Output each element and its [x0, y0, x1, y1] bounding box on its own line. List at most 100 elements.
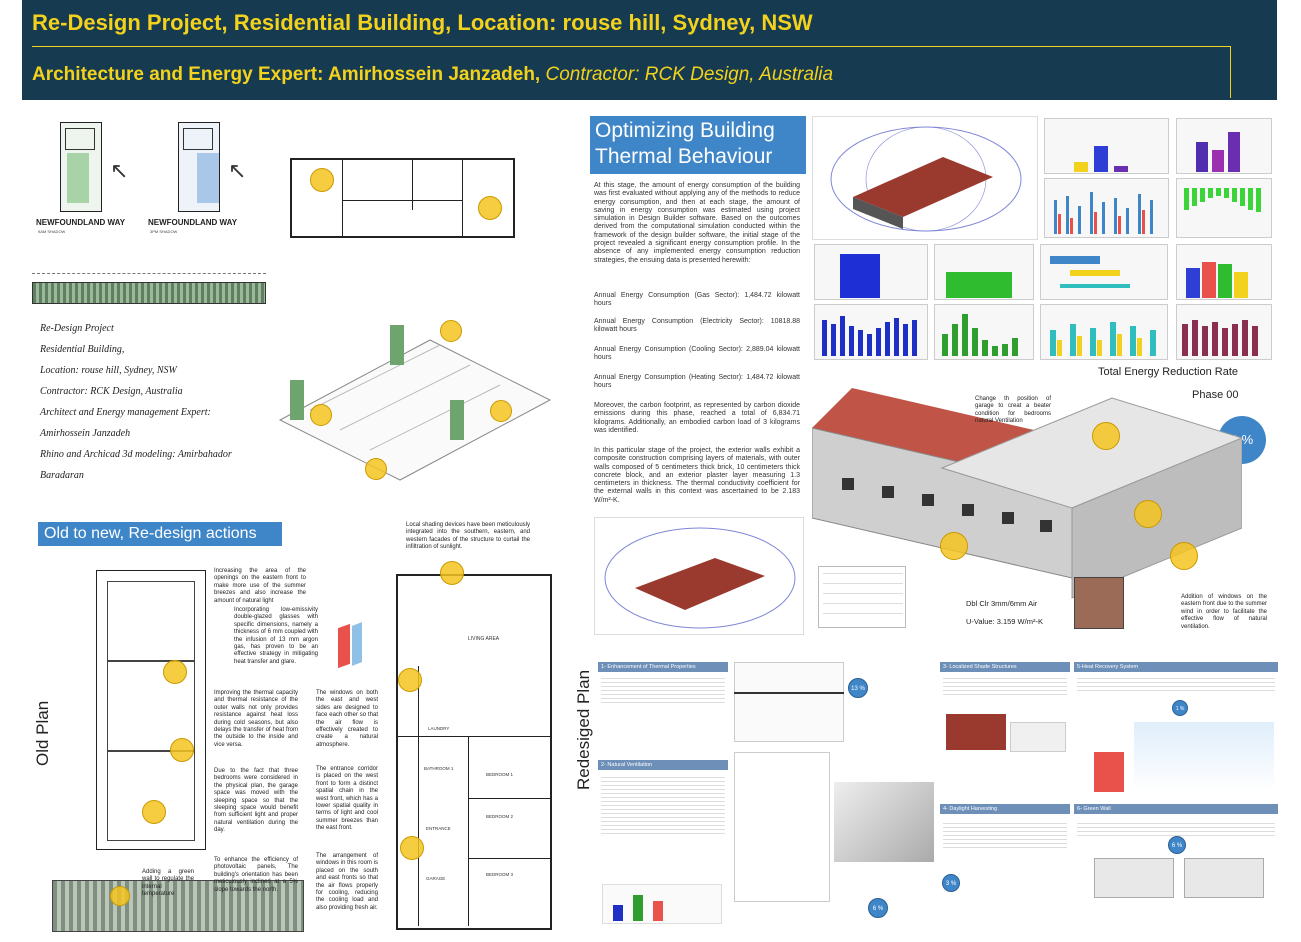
glazing-diagram [326, 620, 376, 670]
cooling-consumption: Annual Energy Consumption (Cooling Secto… [594, 346, 800, 362]
highlight-marker [490, 400, 512, 422]
highlight-marker [142, 800, 166, 824]
room-label: BEDROOM 3 [486, 872, 514, 877]
carbon-emissions: Moreover, the carbon footprint, as repre… [594, 402, 800, 434]
redesigned-plan-label: Redesiged Plan [574, 669, 593, 790]
north-arrow-icon: ↖ [228, 158, 247, 183]
chart-thumb [1176, 304, 1272, 360]
optimizing-intro: At this stage, the amount of energy cons… [594, 182, 800, 264]
chart-thumb [814, 304, 928, 360]
note-bedrooms: Due to the fact that three bedrooms were… [214, 768, 298, 834]
strategy-badge: 1 % [1172, 700, 1188, 716]
highlight-marker [940, 532, 968, 560]
room-label: BEDROOM 1 [486, 772, 514, 777]
u-value: U-Value: 3.159 W/m²-K [966, 617, 1043, 626]
strategy-badge: 6 % [1168, 836, 1186, 854]
north-arrow-icon: ↖ [110, 158, 129, 183]
site-shadow-diagrams: ↖ ↖ NEWFOUNDLAND WAY NEWFOUNDLAND WAY 9A… [30, 118, 270, 258]
poster-subtitle: Architecture and Energy Expert: Amirhoss… [32, 64, 834, 85]
note-thermal-capacity: Improving the thermal capacity and therm… [214, 690, 298, 748]
highlight-marker [365, 458, 387, 480]
room-label: BEDROOM 2 [486, 814, 514, 819]
highlight-marker [1170, 542, 1198, 570]
note-orientation: To enhance the efficiency of photovoltai… [214, 857, 298, 893]
highlight-marker [310, 404, 332, 426]
chart-thumb [1176, 178, 1272, 238]
old-elevation-drawing [52, 880, 304, 932]
shadow-label: 3PM SHADOW [150, 229, 178, 234]
redesigned-plan-drawing: LIVING AREA LAUNDRY BATHROOM 1 BEDROOM 1… [396, 574, 552, 930]
strategy-figures [734, 662, 934, 932]
shadow-label: 9AM SHADOW [38, 229, 66, 234]
chart-thumb [934, 244, 1034, 300]
reduction-phase: Phase 00 [1192, 389, 1239, 401]
highlight-marker [478, 196, 502, 220]
isometric-green-wall-model [270, 280, 560, 510]
glazing-spec: Dbl Clr 3mm/6mm Air [966, 599, 1038, 608]
chart-thumb [1176, 244, 1272, 300]
highlight-marker [440, 561, 464, 585]
electricity-consumption: Annual Energy Consumption (Electricity S… [594, 318, 800, 334]
strategy-column-3: 3- Localized Shade Structures 4- Dayligh… [940, 662, 1070, 932]
credit-line: Baradaran [40, 470, 84, 481]
wall-composition: In this particular stage of the project,… [594, 447, 800, 504]
poster-title: Re-Design Project, Residential Building,… [32, 10, 813, 35]
highlight-marker [110, 886, 130, 906]
note-green-wall: Adding a green wall to regulate the inte… [142, 869, 194, 898]
strategy-title: 3- Localized Shade Structures [940, 662, 1070, 672]
highlight-marker [310, 168, 334, 192]
note-entrance-corridor: The entrance corridor is placed on the w… [316, 766, 378, 832]
project-credits: Re-Design Project Residential Building, … [40, 318, 270, 486]
old-plan-label: Old Plan [33, 700, 52, 766]
strategy-title: 4- Daylight Harvesting [940, 804, 1070, 814]
windows-note: Addition of windows on the eastern front… [1181, 594, 1267, 630]
highlight-marker [440, 320, 462, 342]
note-shading-devices: Local shading devices have been meticulo… [406, 522, 530, 551]
strategy-column-1: 1- Enhancement of Thermal Properties 2- … [598, 662, 728, 932]
site-plan-am [60, 122, 102, 212]
chart-thumb [1044, 118, 1169, 174]
gas-consumption: Annual Energy Consumption (Gas Sector): … [594, 292, 800, 308]
strategy-title: 5-Heat Recovery System [1074, 662, 1278, 672]
chart-thumb [1040, 244, 1168, 300]
credit-line: Location: rouse hill, Sydney, NSW [40, 365, 177, 376]
highlight-marker [1092, 422, 1120, 450]
room-label: GARAGE [426, 876, 446, 881]
chart-thumb [1040, 304, 1168, 360]
wall-section-sample [1074, 577, 1124, 629]
section-title-redesign-actions: Old to new, Re-design actions [38, 522, 282, 546]
credit-line: Amirhossein Janzadeh [40, 428, 131, 439]
note-glazing: Incorporating low-emissivity double-glaz… [234, 607, 318, 665]
note-window-arrangement: The arrangement of windows in this room … [316, 853, 378, 911]
garage-note: Change th position of garage to creat a … [975, 396, 1051, 425]
highlight-marker [170, 738, 194, 762]
room-label: LAUNDRY [428, 726, 450, 731]
street-label: NEWFOUNDLAND WAY [148, 218, 238, 227]
heating-consumption: Annual Energy Consumption (Heating Secto… [594, 374, 800, 390]
strategy-title: 1- Enhancement of Thermal Properties [598, 662, 728, 672]
highlight-marker [398, 668, 422, 692]
chart-thumb [814, 244, 928, 300]
chart-thumb [1044, 178, 1169, 238]
elevation-drawing [32, 262, 266, 306]
isometric-drawing [278, 325, 552, 481]
strategy-badge: 3 % [942, 874, 960, 892]
material-table [818, 566, 906, 628]
note-cross-ventilation: The windows on both the east and west si… [316, 690, 378, 748]
reduction-title: Total Energy Reduction Rate [1098, 366, 1239, 378]
chart-thumb [1176, 118, 1272, 174]
highlight-marker [1134, 500, 1162, 528]
optimizing-title: Optimizing Building Thermal Behaviour [590, 116, 806, 174]
strategy-title: 6- Green Wall [1074, 804, 1278, 814]
street-label: NEWFOUNDLAND WAY [36, 218, 126, 227]
strategy-badge: 13 % [848, 678, 868, 698]
chart-thumb [934, 304, 1034, 360]
credit-line: Contractor: RCK Design, Australia [40, 386, 183, 397]
room-label: ENTRANCE [426, 826, 451, 831]
credit-line: Architect and Energy management Expert: [40, 407, 211, 418]
header-divider-vertical [1230, 46, 1231, 98]
note-openings: Increasing the area of the openings on t… [214, 568, 306, 604]
strategy-badge: 6 % [868, 898, 888, 918]
top-floor-plan [270, 118, 530, 278]
highlight-marker [163, 660, 187, 684]
